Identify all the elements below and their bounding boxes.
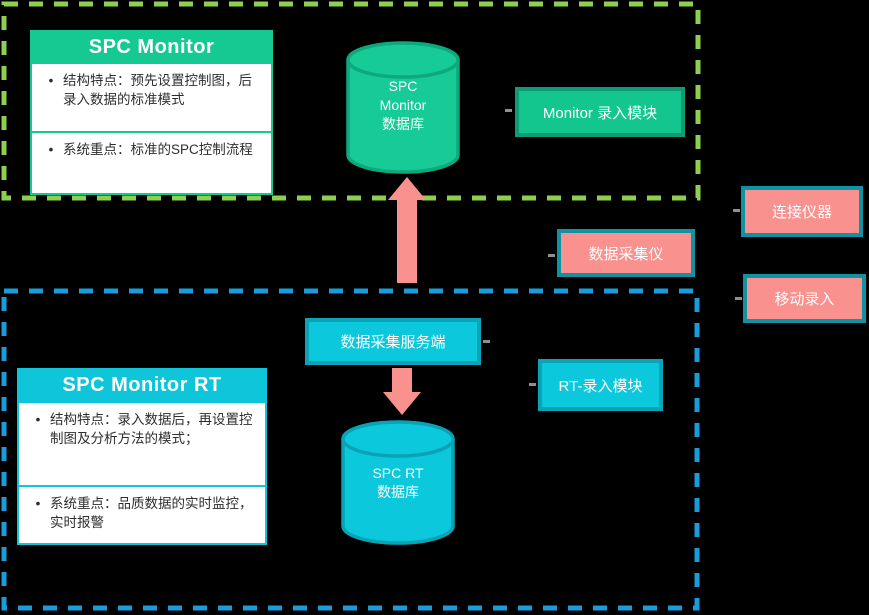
bullet-dot <box>39 71 63 131</box>
spc-monitor-bullet-1: 结构特点：预先设置控制图，后录入数据的标准模式 <box>30 64 273 133</box>
connector-stub <box>529 383 536 386</box>
spc-monitor-card: SPC Monitor 结构特点：预先设置控制图，后录入数据的标准模式 系统重点… <box>30 30 273 195</box>
data-collector-node: 数据采集仪 <box>557 229 695 277</box>
spc-monitor-card-title: SPC Monitor <box>30 30 273 64</box>
data-collection-server-node: 数据采集服务端 <box>305 318 481 365</box>
mobile-entry-node: 移动录入 <box>743 274 866 323</box>
connector-stub <box>483 340 490 343</box>
rt-entry-module-node: RT-录入模块 <box>538 359 663 411</box>
spc-monitor-rt-card: SPC Monitor RT 结构特点：录入数据后，再设置控制图及分析方法的模式… <box>17 368 267 545</box>
connector-stub <box>735 297 742 300</box>
top-dashed-frame <box>1 1 701 201</box>
spc-monitor-bullet-2: 系统重点：标准的SPC控制流程 <box>30 133 273 195</box>
spc-monitor-rt-bullet-1: 结构特点：录入数据后，再设置控制图及分析方法的模式； <box>17 403 267 487</box>
spc-monitor-database-label: SPC Monitor 数据库 <box>379 78 427 132</box>
connector-stub <box>505 109 512 112</box>
bullet-dot <box>26 410 50 485</box>
down-arrow <box>383 368 421 415</box>
connector-stub <box>733 209 740 212</box>
spc-monitor-rt-bullet-2: 系统重点：品质数据的实时监控，实时报警 <box>17 487 267 545</box>
bullet-dot <box>39 140 63 193</box>
monitor-entry-module-node: Monitor 录入模块 <box>515 87 685 137</box>
spc-rt-database-cylinder <box>341 420 455 545</box>
spc-monitor-database-cylinder <box>346 41 460 174</box>
bullet-dot <box>26 494 50 543</box>
spc-rt-database-label: SPC RT 数据库 <box>372 465 424 500</box>
connect-instrument-node: 连接仪器 <box>741 186 863 237</box>
up-arrow <box>388 177 426 283</box>
connector-stub <box>548 254 555 257</box>
spc-monitor-rt-card-title: SPC Monitor RT <box>17 368 267 403</box>
bottom-dashed-frame <box>1 288 700 611</box>
